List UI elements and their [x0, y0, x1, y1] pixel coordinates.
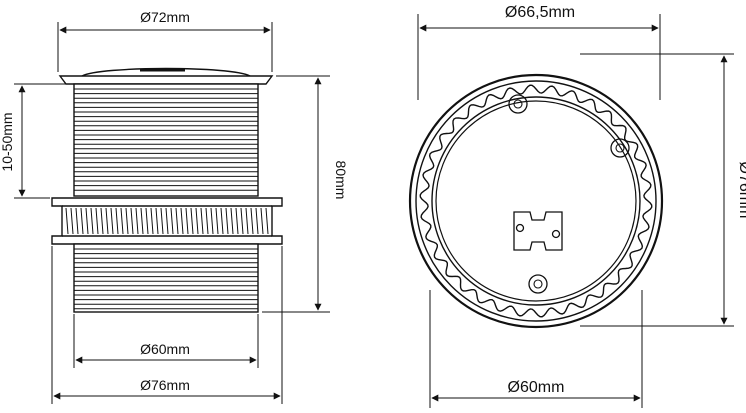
- knurl-tick: [205, 207, 209, 235]
- dim-top-bottom-diameter: Ø60mm: [508, 379, 565, 396]
- knurl-tick: [240, 207, 244, 235]
- cable-clamp: [513, 211, 563, 251]
- knurl-tick: [185, 207, 189, 235]
- knurl-tick: [195, 207, 199, 235]
- knurl-tick: [100, 207, 104, 235]
- flange-knurl: [65, 207, 269, 235]
- dim-side-flange-diameter: Ø76mm: [140, 377, 190, 393]
- knurl-tick: [65, 207, 69, 235]
- knurl-tick: [120, 207, 124, 235]
- side-view: [51, 67, 283, 313]
- knurl-tick: [85, 207, 89, 235]
- knurl-tick: [175, 207, 179, 235]
- knurl-tick: [70, 207, 74, 235]
- knurl-tick: [80, 207, 84, 235]
- knurl-tick: [180, 207, 184, 235]
- knurl-tick: [130, 207, 134, 235]
- serrated-ring: [419, 84, 653, 318]
- knurl-tick: [260, 207, 264, 235]
- knurl-tick: [220, 207, 224, 235]
- knurl-tick: [190, 207, 194, 235]
- screw-top: [508, 94, 528, 114]
- knurl-tick: [160, 207, 164, 235]
- screw-right: [610, 138, 630, 158]
- screw-bottom: [528, 274, 548, 294]
- inner-ring: [431, 96, 641, 306]
- outer-rim: [408, 73, 664, 329]
- knurl-tick: [200, 207, 204, 235]
- knurl-tick: [255, 207, 259, 235]
- knurl-tick: [215, 207, 219, 235]
- knurl-tick: [90, 207, 94, 235]
- knurl-tick: [165, 207, 169, 235]
- lower-thread-body: [73, 243, 259, 313]
- knurl-tick: [115, 207, 119, 235]
- knurl-tick: [125, 207, 129, 235]
- knurl-tick: [150, 207, 154, 235]
- knurl-tick: [245, 207, 249, 235]
- dim-side-thread-diameter: Ø60mm: [140, 341, 190, 357]
- knurl-tick: [155, 207, 159, 235]
- knurl-tick: [235, 207, 239, 235]
- side-dimensions: [14, 22, 330, 404]
- knurl-tick: [210, 207, 214, 235]
- knurl-tick: [105, 207, 109, 235]
- flange-ring: [51, 197, 283, 245]
- top-view: [408, 73, 664, 329]
- dim-top-outer-diameter: Ø66,5mm: [505, 4, 575, 21]
- knurl-tick: [135, 207, 139, 235]
- knurl-tick: [225, 207, 229, 235]
- upper-thread-body: [73, 83, 259, 197]
- knurl-tick: [230, 207, 234, 235]
- knurl-tick: [170, 207, 174, 235]
- dim-side-top-diameter: Ø72mm: [140, 9, 190, 25]
- knurl-tick: [250, 207, 254, 235]
- rim-inner-edge: [415, 80, 657, 322]
- knurl-tick: [265, 207, 269, 235]
- knurl-tick: [145, 207, 149, 235]
- knurl-tick: [110, 207, 114, 235]
- top-dimensions: [417, 14, 734, 408]
- knurl-tick: [140, 207, 144, 235]
- top-cap: [58, 67, 274, 85]
- dim-side-height-range: 10-50mm: [0, 112, 15, 171]
- knurl-tick: [95, 207, 99, 235]
- dim-side-total-height: 80mm: [333, 161, 349, 200]
- dim-top-right-diameter: Ø76mm: [736, 162, 746, 219]
- knurl-tick: [75, 207, 79, 235]
- lid-face: [435, 100, 637, 302]
